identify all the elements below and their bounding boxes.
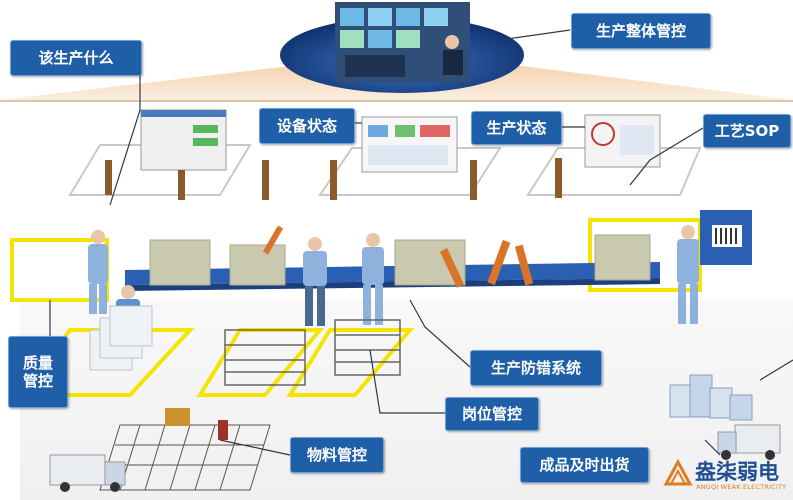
callout-equipment-status: 设备状态 <box>259 108 355 144</box>
quality-control-line1: 质量 <box>22 354 53 372</box>
brand-name-cn: 盎柒弱电 <box>695 460 779 484</box>
control-room-icon <box>280 2 524 93</box>
monitor-screens <box>140 109 661 173</box>
packaging-machine <box>700 210 752 265</box>
workstations <box>149 234 651 286</box>
callout-finished-goods: 成品及时出货 <box>520 447 649 483</box>
pallet-icon <box>165 408 190 426</box>
robot-arm-icons <box>262 225 534 288</box>
callout-what-to-produce: 该生产什么 <box>10 40 142 76</box>
callout-process-sop: 工艺SOP <box>703 114 791 148</box>
rack-cart-icons <box>224 319 401 386</box>
brand-logo-icon <box>663 458 693 486</box>
callout-production-status: 生产状态 <box>471 111 562 145</box>
quality-boxes <box>89 305 153 371</box>
truck-icon <box>49 454 126 492</box>
brand-name-en: ANGQI WEAK ELECTRICITY <box>696 483 787 491</box>
callout-station-control: 岗位管控 <box>445 397 539 431</box>
andon-light-icon <box>218 420 228 440</box>
andon-light-poles <box>105 158 562 200</box>
warehouse-buildings-icon <box>669 374 753 421</box>
callout-error-proofing: 生产防错系统 <box>470 350 602 386</box>
truck-icon-right <box>717 424 781 460</box>
callout-material-control: 物料管控 <box>290 437 384 473</box>
callout-quality-control: 质量 管控 <box>8 336 68 408</box>
brand-watermark: 盎柒弱电 ANGQI WEAK ELECTRICITY <box>663 458 789 496</box>
quality-control-line2: 管控 <box>22 372 53 390</box>
callout-overall-control: 生产整体管控 <box>571 13 711 49</box>
